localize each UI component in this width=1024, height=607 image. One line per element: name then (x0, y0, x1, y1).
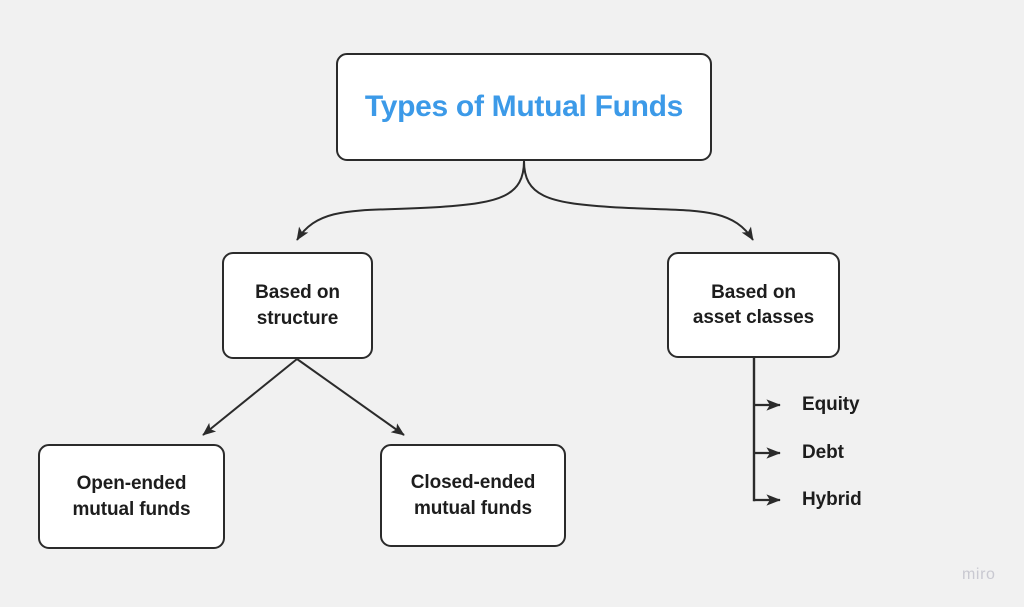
miro-watermark: miro (962, 566, 996, 583)
node-equity[interactable]: Equity (802, 394, 860, 415)
node-label: Types of Mutual Funds (364, 90, 684, 124)
node-based-on-asset-classes[interactable]: Based on asset classes (667, 252, 840, 358)
node-debt[interactable]: Debt (802, 442, 844, 463)
node-closed-ended-mutual-funds[interactable]: Closed-ended mutual funds (380, 444, 566, 547)
node-label: Based on structure (255, 282, 340, 329)
node-label: Closed-ended mutual funds (410, 472, 536, 519)
node-label: Open-ended mutual funds (72, 473, 191, 520)
node-types-of-mutual-funds[interactable]: Types of Mutual Funds (336, 53, 712, 161)
node-open-ended-mutual-funds[interactable]: Open-ended mutual funds (38, 444, 225, 549)
edge-structure-to-open (202, 358, 298, 436)
node-label: Based on asset classes (692, 281, 815, 328)
edge-root-to-structure (296, 160, 525, 241)
edge-root-to-asset (523, 160, 754, 241)
node-hybrid[interactable]: Hybrid (802, 489, 862, 510)
edge-structure-to-closed (296, 358, 405, 436)
node-based-on-structure[interactable]: Based on structure (222, 252, 373, 359)
